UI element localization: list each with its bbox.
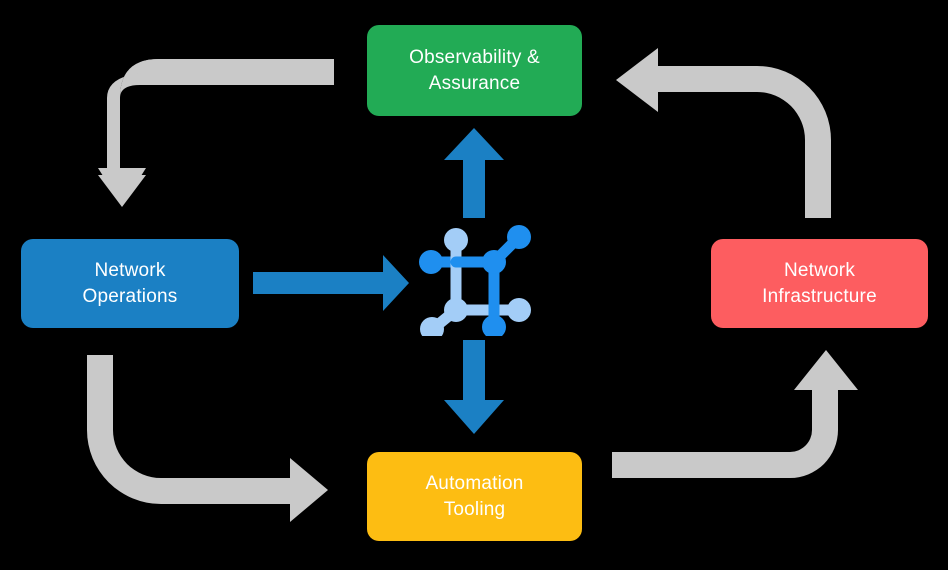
node-label-network-infrastructure-line2: Infrastructure: [762, 285, 877, 307]
node-label-network-operations-line2: Operations: [82, 285, 178, 307]
node-box-network-operations[interactable]: Network Operations: [21, 239, 239, 328]
icon-node-upper-right: [507, 225, 531, 249]
icon-node-left: [419, 250, 443, 274]
arrow-automation-tooling-to-network-infrastructure: [612, 350, 858, 478]
node-label-network-operations: Network Operations: [83, 258, 178, 308]
node-label-network-infrastructure: Network Infrastructure: [762, 258, 877, 308]
icon-node-right: [507, 298, 531, 322]
node-label-automation-tooling-line2: Tooling: [443, 498, 506, 520]
icon-node-bottom: [482, 315, 506, 336]
node-box-network-infrastructure[interactable]: Network Infrastructure: [711, 239, 928, 328]
node-label-observability-line2: Assurance: [428, 72, 521, 94]
node-label-automation-tooling-line1: Automation: [425, 473, 524, 495]
node-label-automation-tooling: Automation Tooling: [425, 471, 523, 521]
icon-node-hub: [482, 250, 506, 274]
node-label-network-operations-line1: Network: [94, 260, 166, 282]
arrow-network-infrastructure-to-observability: [616, 48, 831, 218]
arrow-network-operations-to-center: [253, 255, 409, 311]
arrow-network-operations-to-automation-tooling: [87, 355, 328, 522]
node-box-observability[interactable]: Observability & Assurance: [367, 25, 582, 116]
node-label-network-infrastructure-line1: Network: [783, 260, 856, 282]
node-label-observability: Observability & Assurance: [409, 45, 540, 95]
icon-node-top: [444, 228, 468, 252]
arrow-center-to-automation-tooling: [444, 340, 504, 434]
icon-node-lower-left: [420, 317, 444, 336]
icon-node-mid-left: [444, 298, 468, 322]
node-box-automation-tooling[interactable]: Automation Tooling: [367, 452, 582, 541]
node-label-observability-line1: Observability &: [409, 47, 540, 69]
network-topology-icon: [419, 225, 531, 336]
arrow-center-to-observability: [444, 128, 504, 218]
arrow-observability-to-network-operations-body: [98, 59, 334, 207]
